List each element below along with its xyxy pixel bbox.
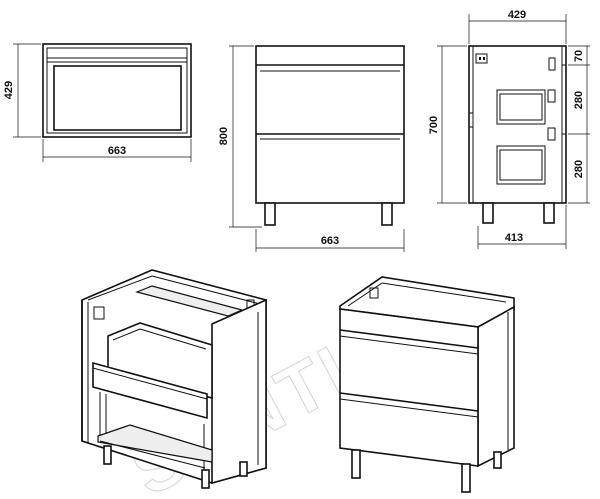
closed-drawer1-top — [339, 329, 479, 349]
front-leg-right — [381, 202, 393, 226]
closed-drawer1-handle — [339, 335, 479, 355]
closed-leg-2 — [461, 463, 471, 493]
top-depth-dim-label: 429 — [3, 81, 15, 99]
side-leg-back — [482, 202, 494, 224]
top-width-dim-label: 663 — [108, 145, 126, 157]
front-view: 800 663 — [218, 45, 405, 252]
closed-leg-3 — [493, 451, 502, 469]
open-fitting-left — [93, 306, 105, 320]
top-view-basin — [53, 65, 182, 131]
side-drawer1-label: 280 — [573, 91, 585, 109]
side-drawer2-label: 280 — [573, 160, 585, 178]
open-cabinet-right-panel — [211, 298, 267, 485]
side-base-dim-label: 413 — [505, 232, 523, 244]
front-view-body — [255, 45, 405, 204]
side-view: 429 700 70 280 280 413 — [428, 9, 590, 249]
side-drawer1-box — [496, 89, 546, 125]
top-view: 663 429 — [3, 43, 192, 162]
top-view-outline — [42, 43, 192, 138]
open-leg-1 — [103, 445, 112, 465]
open-leg-2 — [201, 469, 210, 489]
top-view-inner — [46, 47, 188, 134]
iso-open-cabinet — [81, 269, 267, 489]
closed-leg-1 — [351, 449, 361, 479]
closed-drawer2-handle — [339, 398, 479, 418]
iso-closed-cabinet — [339, 276, 515, 493]
side-leg-front — [543, 202, 555, 224]
open-drawer-front — [92, 361, 208, 420]
front-leg-left — [264, 202, 276, 226]
front-width-dim-label: 663 — [321, 235, 339, 247]
open-drawer-upper — [107, 322, 213, 400]
closed-cabinet-front — [339, 308, 479, 467]
closed-fitting — [369, 287, 379, 299]
closed-cabinet-side — [477, 305, 515, 468]
side-drawer2-box — [496, 145, 546, 185]
side-top-gap-label: 70 — [573, 50, 585, 62]
open-cabinet-bottom — [97, 424, 213, 463]
open-leg-3 — [239, 461, 248, 477]
side-height-dim-label: 700 — [428, 116, 440, 134]
closed-drawer2-top — [339, 392, 479, 412]
side-depth-dim-label: 429 — [508, 9, 526, 21]
front-height-dim-label: 800 — [218, 127, 230, 145]
